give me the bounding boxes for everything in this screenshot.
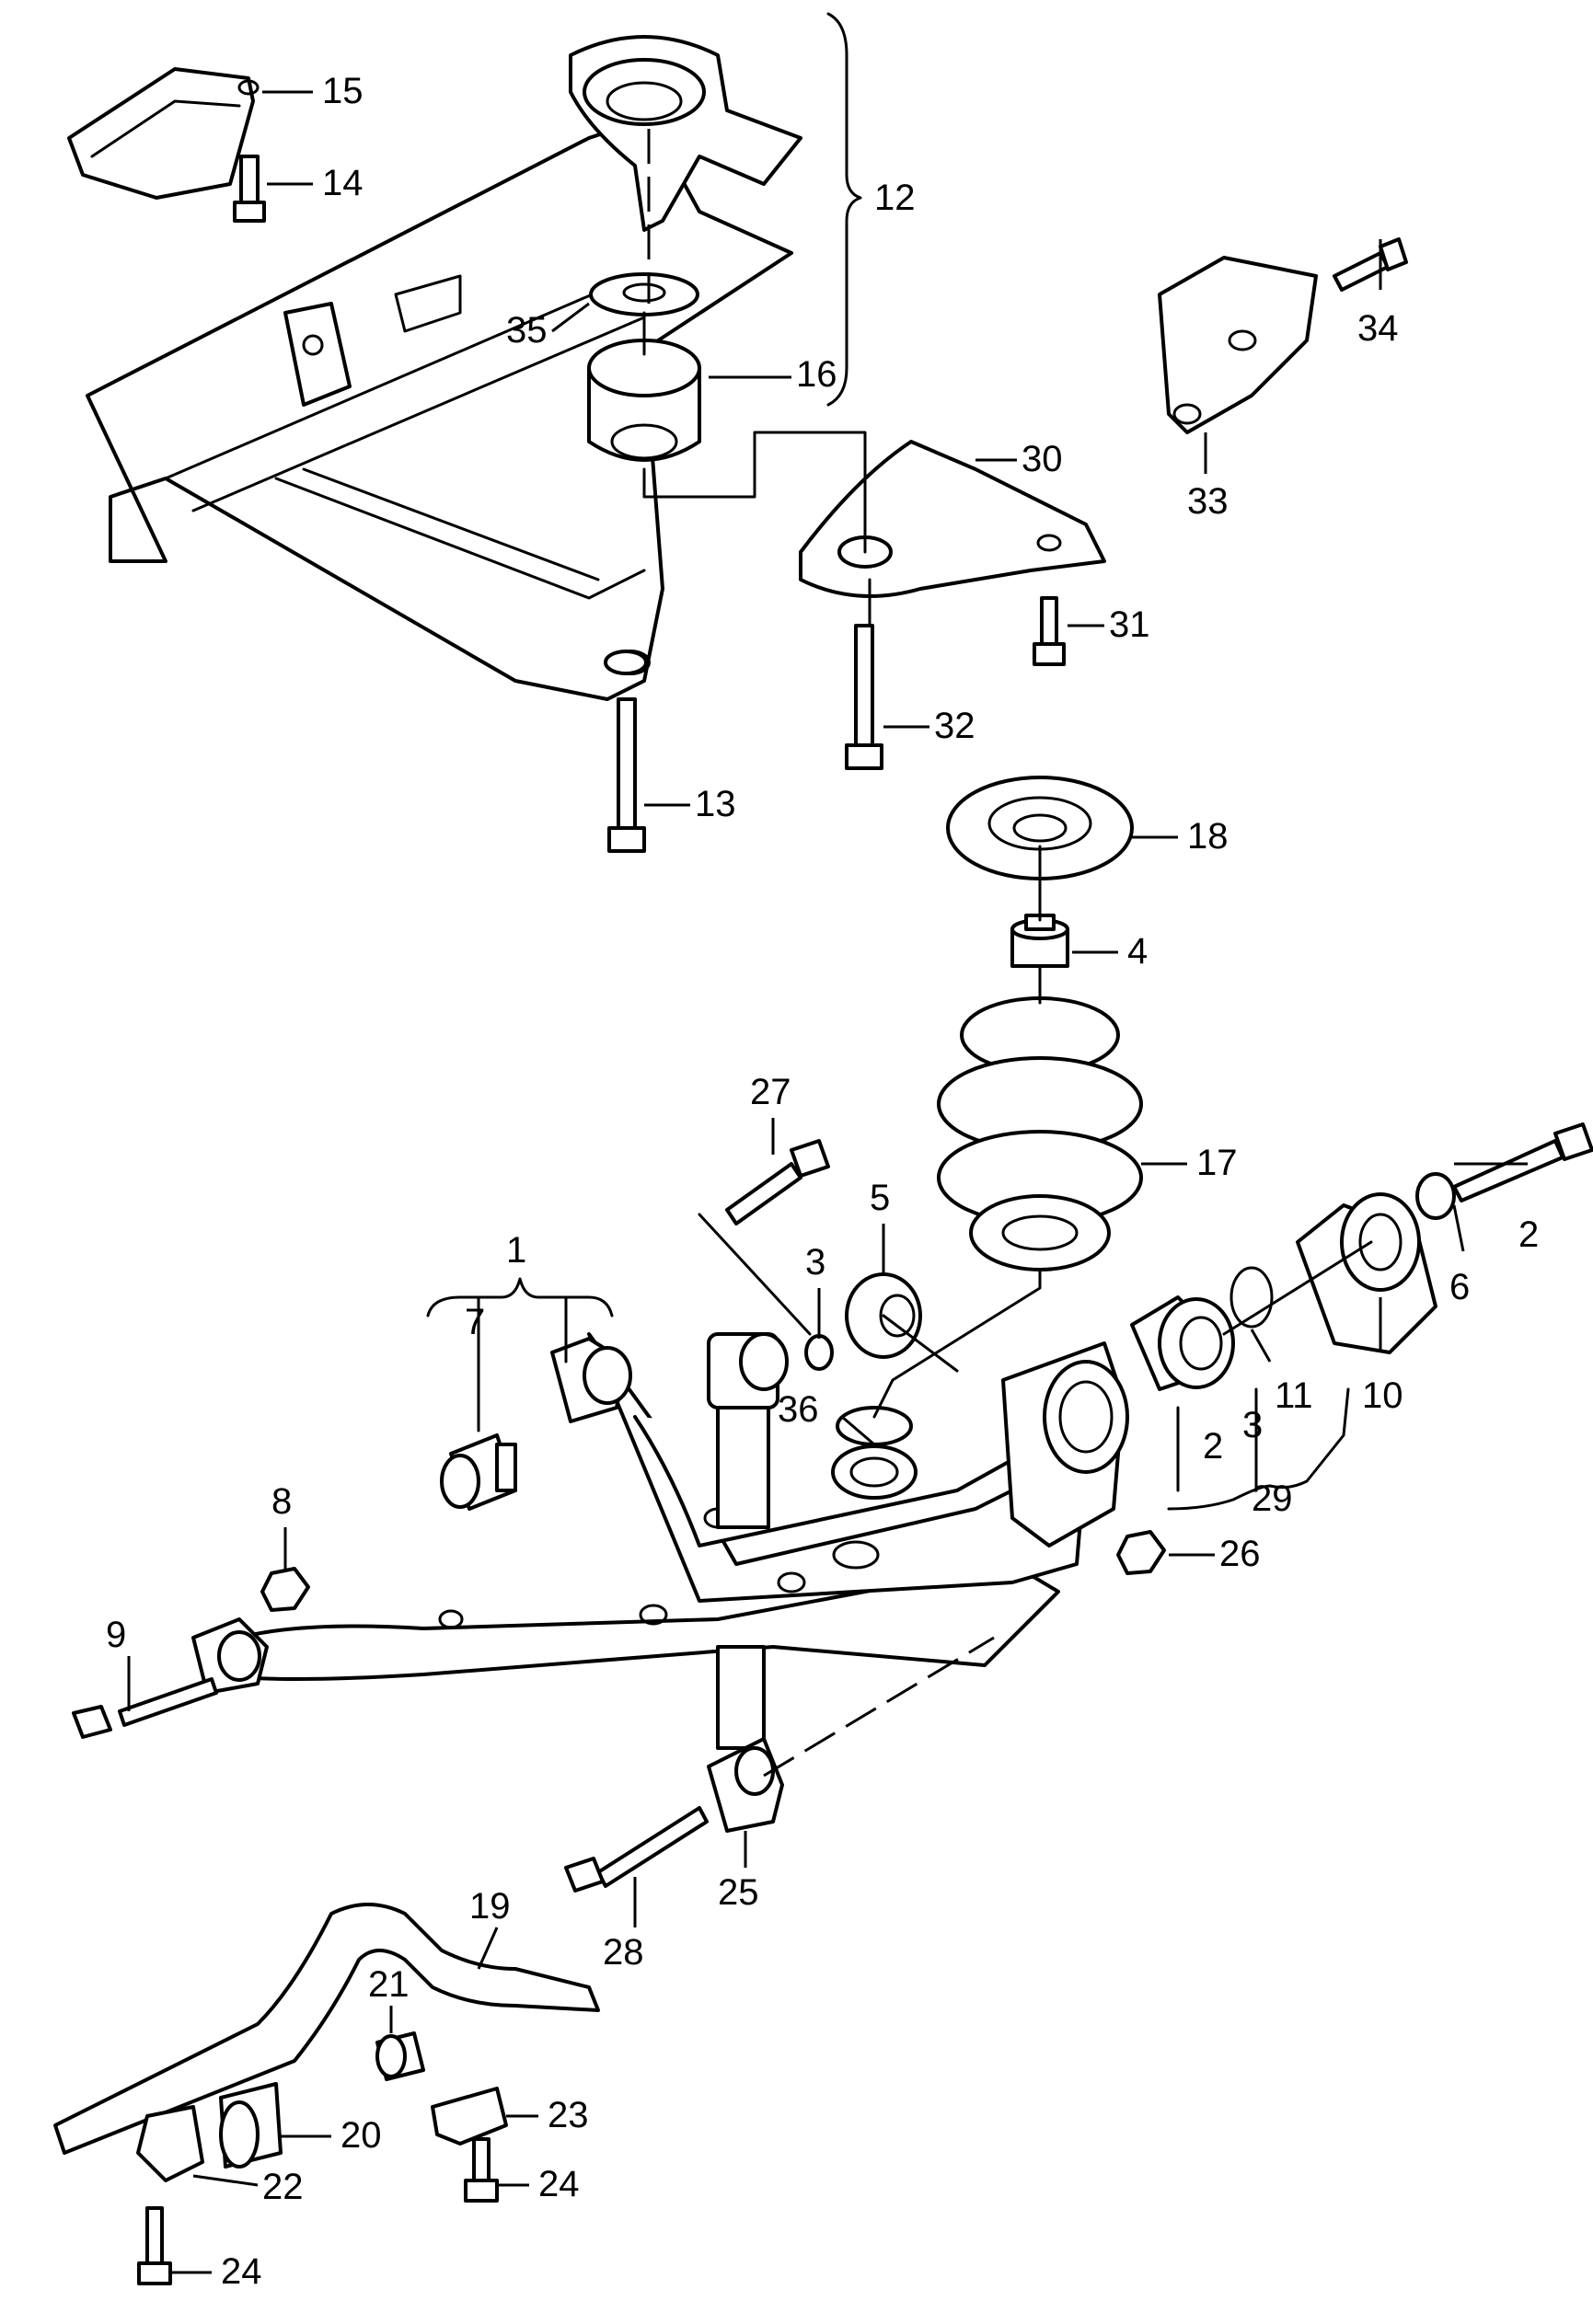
bolt-32 — [845, 624, 883, 770]
anti-roll-bar-19 — [53, 1903, 600, 2155]
bolt-24b — [137, 2206, 172, 2285]
callout-8: 8 — [271, 1481, 292, 1522]
callout-2b: 2 — [1203, 1426, 1223, 1467]
callout-19: 19 — [469, 1886, 511, 1927]
callout-35: 35 — [506, 310, 548, 351]
bracket-group-1 — [426, 1277, 614, 1432]
callout-29: 29 — [1252, 1478, 1293, 1519]
nut-26 — [1116, 1530, 1166, 1575]
wheel-bearing-29 — [1130, 1295, 1235, 1391]
callout-31: 31 — [1109, 604, 1150, 645]
callout-22: 22 — [262, 2167, 304, 2207]
callout-16: 16 — [796, 354, 837, 395]
callout-12: 12 — [874, 178, 916, 218]
bolt-34 — [1333, 237, 1408, 292]
callout-25: 25 — [718, 1872, 759, 1913]
coil-spring-17 — [937, 996, 1143, 1271]
callout-24b: 24 — [221, 2251, 262, 2292]
callout-9: 9 — [106, 1615, 126, 1655]
bolt-13 — [604, 650, 648, 853]
washer-3 — [804, 1334, 834, 1371]
callout-4: 4 — [1127, 931, 1148, 972]
washer-35 — [589, 272, 699, 316]
callout-33: 33 — [1187, 481, 1229, 522]
bracket-group-12 — [826, 12, 862, 407]
bracket-group-29 — [1167, 1387, 1350, 1511]
callout-24a: 24 — [538, 2164, 580, 2204]
callout-1: 1 — [506, 1230, 526, 1271]
callout-6: 6 — [1449, 1267, 1470, 1307]
bracket-15 — [67, 67, 260, 200]
bolt-2 — [1452, 1122, 1593, 1202]
nut-6 — [1415, 1172, 1456, 1220]
bushing-7 — [440, 1433, 517, 1511]
callout-36: 36 — [778, 1389, 819, 1430]
callout-2a: 2 — [1518, 1214, 1539, 1255]
clamp-22 — [136, 2105, 204, 2182]
callout-17: 17 — [1196, 1143, 1238, 1183]
callout-20: 20 — [341, 2115, 382, 2156]
bolt-27 — [725, 1139, 830, 1225]
bolt-9 — [72, 1677, 218, 1739]
callout-3a: 3 — [805, 1242, 825, 1283]
callout-21: 21 — [368, 1964, 410, 2005]
bolt-24a — [464, 2137, 499, 2203]
upper-mount-bracket — [569, 35, 802, 232]
callout-14: 14 — [322, 163, 364, 203]
circlip-11 — [1229, 1266, 1274, 1329]
callout-3b: 3 — [1242, 1405, 1263, 1445]
bolt-31 — [1033, 596, 1066, 666]
nut-4 — [1010, 914, 1069, 968]
callout-5: 5 — [870, 1178, 890, 1218]
callout-15: 15 — [322, 71, 364, 111]
bush-20 — [219, 2082, 283, 2169]
callout-27: 27 — [750, 1072, 791, 1112]
bushing-16 — [587, 339, 701, 462]
wheel-carrier — [1001, 1341, 1129, 1547]
spacer-36 — [831, 1406, 918, 1500]
nut-8 — [260, 1567, 310, 1612]
callout-28: 28 — [603, 1932, 644, 1973]
callout-30: 30 — [1022, 439, 1063, 479]
callout-11: 11 — [1275, 1375, 1313, 1416]
bush-21 — [375, 2031, 425, 2081]
arm-bushing-front — [191, 1337, 632, 1695]
wheel-hub-10 — [1296, 1192, 1437, 1354]
clamp-23 — [431, 2087, 508, 2146]
callout-10: 10 — [1362, 1375, 1403, 1416]
bolt-14 — [233, 155, 266, 223]
shock-absorber — [707, 1332, 789, 1750]
callout-32: 32 — [934, 706, 975, 746]
callout-26: 26 — [1219, 1534, 1261, 1574]
callout-34: 34 — [1357, 308, 1399, 349]
centerlines — [642, 129, 1373, 1778]
bracket-33 — [1158, 256, 1318, 434]
shock-eye-25 — [707, 1737, 784, 1833]
callout-labels: 15 14 12 34 35 16 30 33 31 32 13 18 4 27… — [106, 71, 1539, 2292]
trailing-arm-1 — [210, 1332, 1088, 1681]
bolt-28 — [564, 1806, 709, 1893]
leader-lines — [127, 90, 1528, 2274]
callout-7: 7 — [465, 1302, 485, 1342]
callout-18: 18 — [1187, 816, 1229, 857]
callout-13: 13 — [695, 784, 736, 824]
callout-23: 23 — [548, 2095, 589, 2135]
